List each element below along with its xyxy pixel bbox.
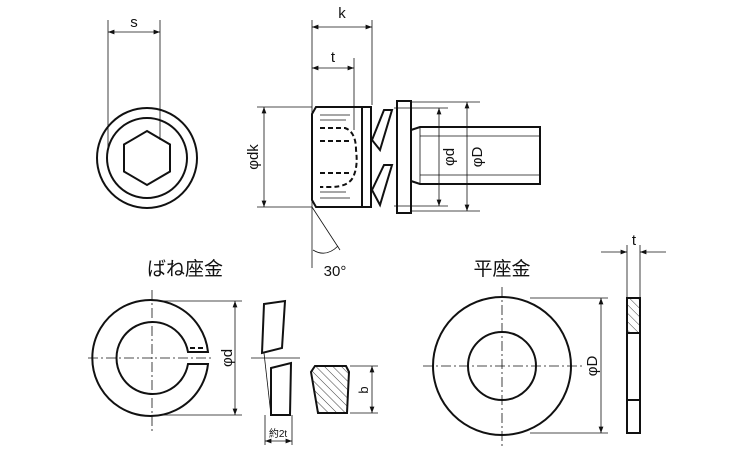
approx-2t-label: 約2t (269, 427, 288, 440)
spring-washer: ばね座金 φd 約2t b (88, 258, 378, 445)
dim-phi-d-label: φd (441, 148, 458, 166)
head-top-view: s (96, 14, 198, 209)
flat-phi-D-label: φD (584, 356, 601, 377)
spring-washer-title: ばね座金 (147, 258, 223, 280)
flat-washer-title: 平座金 (473, 258, 530, 280)
bolt-side-view: k t φdk φd φD 30° (245, 5, 541, 280)
dim-t-label: t (331, 49, 336, 66)
flat-t-label: t (632, 232, 637, 249)
flat-washer: 平座金 φD t (423, 232, 666, 446)
dim-b-label: b (356, 386, 371, 393)
spring-phi-d-label: φd (219, 349, 236, 367)
angle-label: 30° (324, 263, 347, 280)
dim-s-label: s (130, 14, 138, 31)
dim-k-label: k (338, 5, 346, 22)
dim-phi-D-label: φD (469, 147, 486, 168)
dim-phi-dk-label: φdk (245, 144, 262, 170)
